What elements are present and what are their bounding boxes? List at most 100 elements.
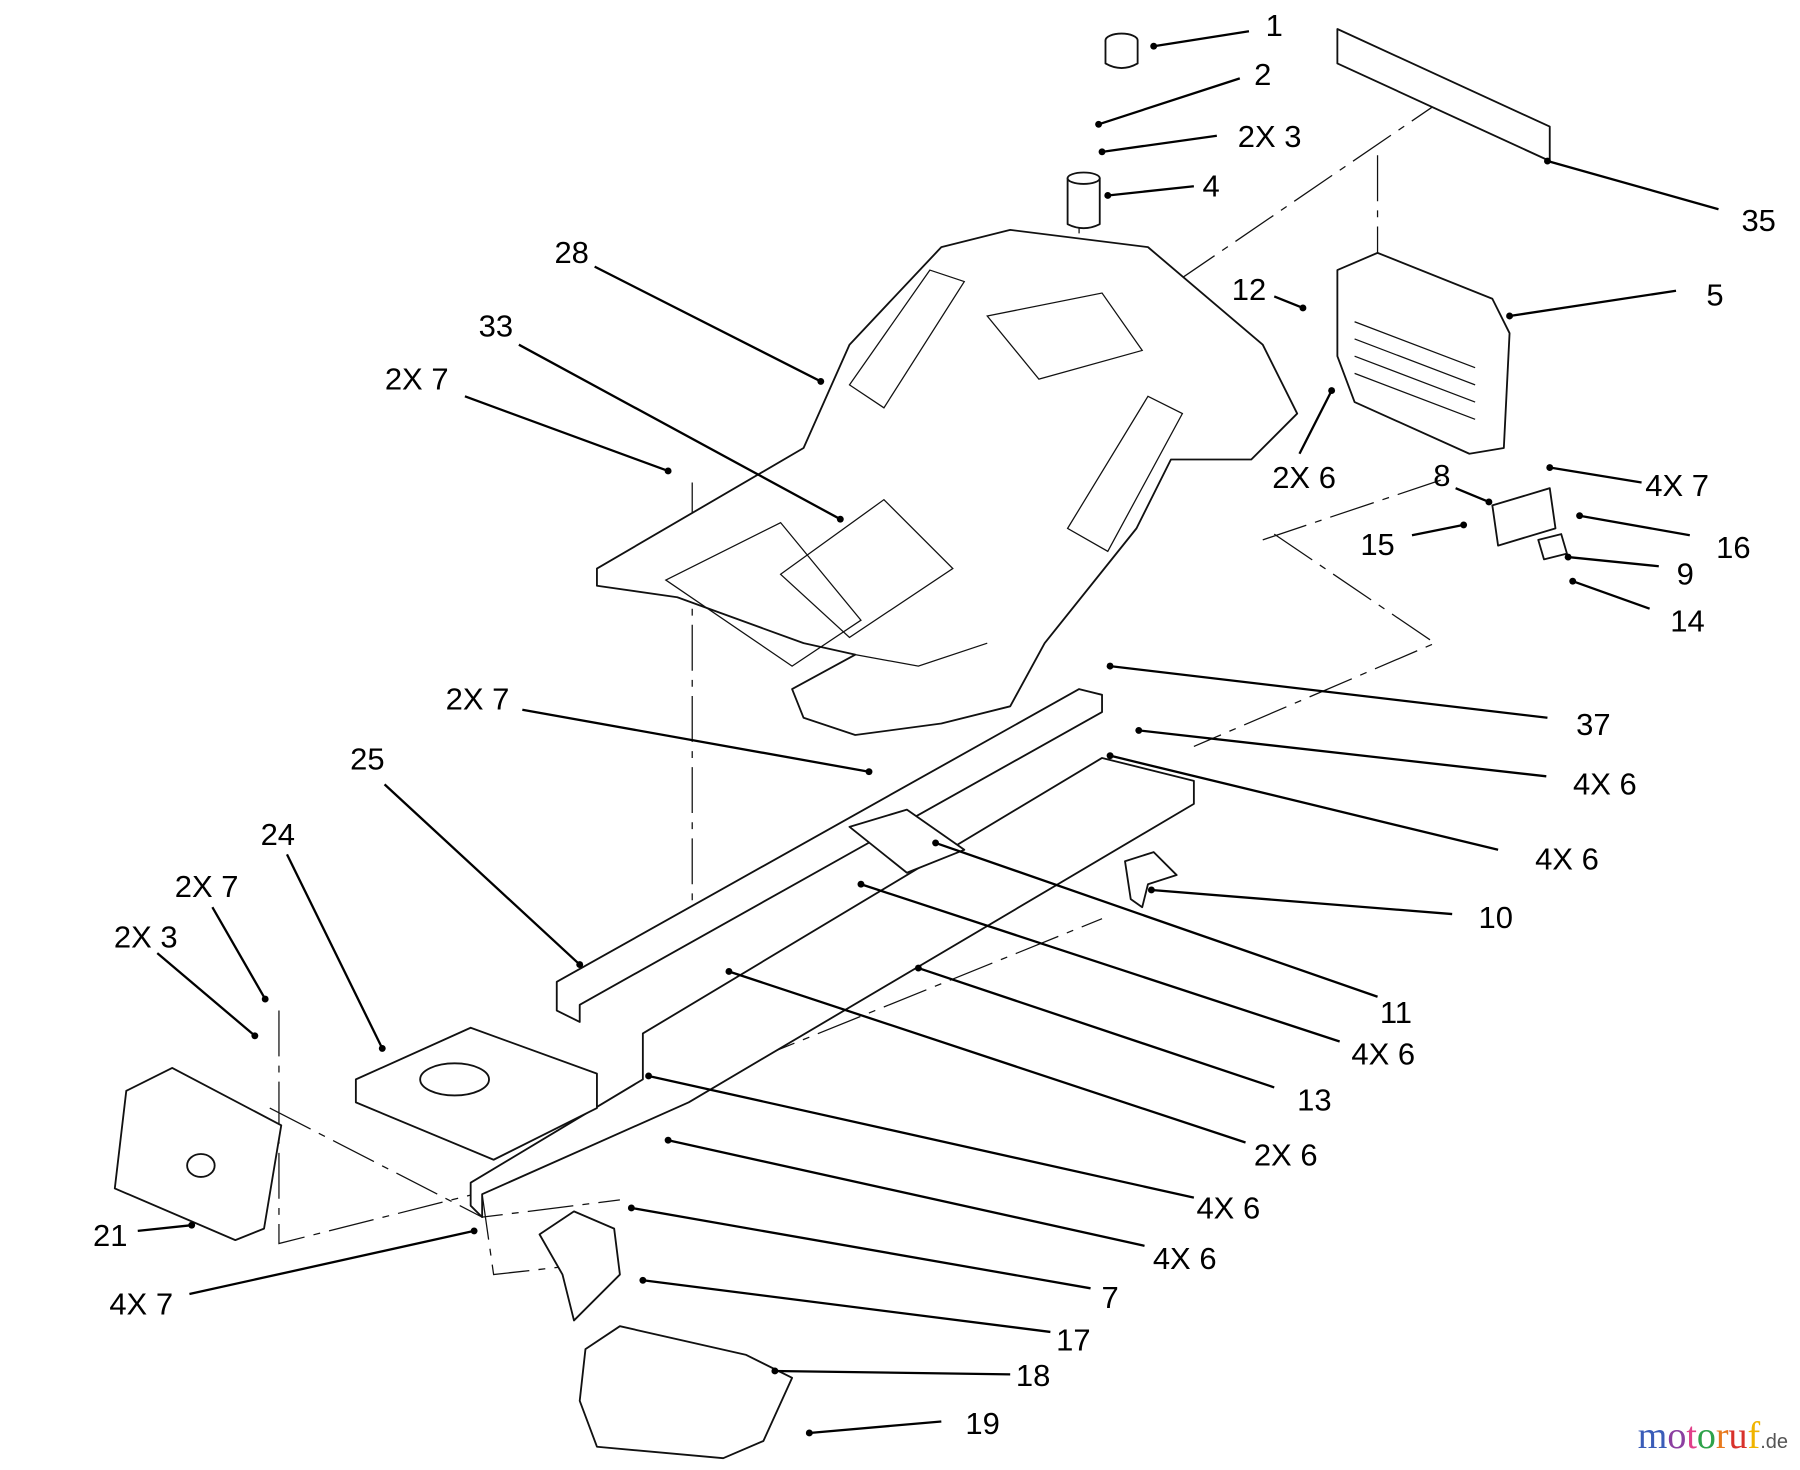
callout-label: 4	[1202, 169, 1219, 204]
callout-label: 16	[1716, 530, 1750, 565]
leader-dot	[1460, 521, 1468, 529]
callout-label: 33	[479, 309, 513, 344]
callout-label: 13	[1297, 1082, 1331, 1117]
leader-dot	[1106, 662, 1114, 670]
leader-dot	[1150, 42, 1158, 50]
motoruf-watermark-logo: motoruf.de	[1638, 1414, 1788, 1458]
callout-label: 4X 6	[1196, 1190, 1260, 1225]
leader-dot	[725, 968, 733, 975]
leader-dot	[1485, 498, 1493, 506]
watermark-letter: t	[1686, 1415, 1697, 1457]
callout-label: 11	[1380, 995, 1412, 1030]
watermark-letter: o	[1696, 1415, 1716, 1457]
callout-label: 5	[1706, 278, 1723, 313]
leader-dot	[1546, 464, 1554, 471]
leader-dot	[932, 839, 940, 847]
callout-label: 9	[1677, 557, 1694, 592]
leader-line	[642, 1279, 1051, 1334]
leader-line	[1138, 729, 1547, 778]
leader-dot	[817, 377, 825, 385]
leader-dot	[188, 1221, 196, 1229]
leader-line	[860, 883, 1341, 1043]
leader-line	[918, 966, 1275, 1089]
leader-dot	[645, 1072, 653, 1080]
leader-line	[1572, 580, 1651, 610]
callout-label: 4X 6	[1351, 1036, 1415, 1071]
watermark-letter: f	[1747, 1415, 1761, 1457]
callout-label: 4X 6	[1535, 841, 1599, 876]
leader-line	[1109, 664, 1548, 719]
frame-rails	[469, 688, 1195, 1219]
leader-dot	[470, 1227, 478, 1235]
leader-line	[667, 1139, 1145, 1247]
leader-line	[1153, 30, 1250, 48]
leader-dot	[1506, 312, 1514, 320]
callout-label: 2X 3	[114, 919, 178, 954]
leader-dot	[627, 1204, 635, 1212]
callout-label: 4X 7	[109, 1287, 173, 1322]
callout-label: 25	[350, 741, 384, 776]
leader-line	[631, 1206, 1091, 1290]
callout-label: 17	[1056, 1322, 1090, 1357]
leader-dot	[836, 515, 844, 523]
leader-dot	[771, 1367, 779, 1375]
leader-line	[1098, 77, 1241, 126]
cover-strip	[1336, 28, 1551, 162]
leader-dot	[865, 768, 873, 776]
callout-label: 1	[1266, 8, 1283, 43]
callout-label: 2X 6	[1272, 460, 1336, 495]
leader-line	[1101, 134, 1217, 153]
leader-line	[1273, 295, 1304, 310]
leader-dot	[664, 467, 672, 475]
leader-line	[1567, 555, 1659, 568]
leader-dot	[1104, 192, 1112, 199]
leader-line	[1151, 888, 1453, 916]
watermark-letter: o	[1667, 1415, 1687, 1457]
leader-dot	[576, 961, 584, 969]
callout-label: 19	[965, 1406, 999, 1441]
callout-label: 4X 6	[1153, 1241, 1217, 1276]
callout-label: 2X 7	[175, 869, 239, 904]
leader-line	[464, 395, 669, 473]
leader-dot	[1299, 304, 1307, 312]
leader-line	[518, 343, 841, 521]
callout-label: 2	[1254, 57, 1271, 92]
rear-panel	[1336, 251, 1511, 455]
leader-dot	[1098, 148, 1106, 156]
leader-line	[1549, 466, 1642, 484]
callout-label: 8	[1433, 458, 1450, 493]
leader-dot	[664, 1136, 672, 1144]
watermark-letter: m	[1637, 1415, 1668, 1457]
callout-label: 12	[1232, 272, 1266, 307]
callout-label: 4X 7	[1645, 468, 1709, 503]
leader-dot	[805, 1429, 813, 1437]
leader-line	[1298, 390, 1333, 455]
leader-line	[156, 952, 256, 1037]
leader-dot	[1147, 886, 1155, 894]
watermark-letter: r	[1715, 1415, 1729, 1457]
leader-line	[594, 265, 822, 383]
leader-line	[935, 841, 1378, 998]
leader-line	[522, 708, 870, 773]
callout-label: 10	[1479, 900, 1513, 935]
leader-dot	[1544, 157, 1551, 165]
leader-dot	[1095, 120, 1103, 128]
leader-dot	[1135, 726, 1143, 734]
callout-label: 37	[1576, 707, 1610, 742]
callout-label: 35	[1741, 203, 1775, 238]
leader-line	[809, 1420, 942, 1435]
callout-label: 24	[261, 817, 295, 852]
leader-dot	[914, 964, 922, 972]
leader-line	[285, 853, 384, 1049]
mounting-plate	[354, 1026, 598, 1161]
leader-line	[189, 1229, 475, 1296]
callout-label: 7	[1101, 1280, 1118, 1315]
callout-label: 15	[1360, 527, 1394, 562]
leader-line	[1547, 159, 1719, 211]
leader-line	[1109, 754, 1499, 851]
callout-label: 2X 7	[385, 361, 449, 396]
callout-label: 18	[1016, 1358, 1050, 1393]
leader-dot	[1576, 512, 1584, 520]
